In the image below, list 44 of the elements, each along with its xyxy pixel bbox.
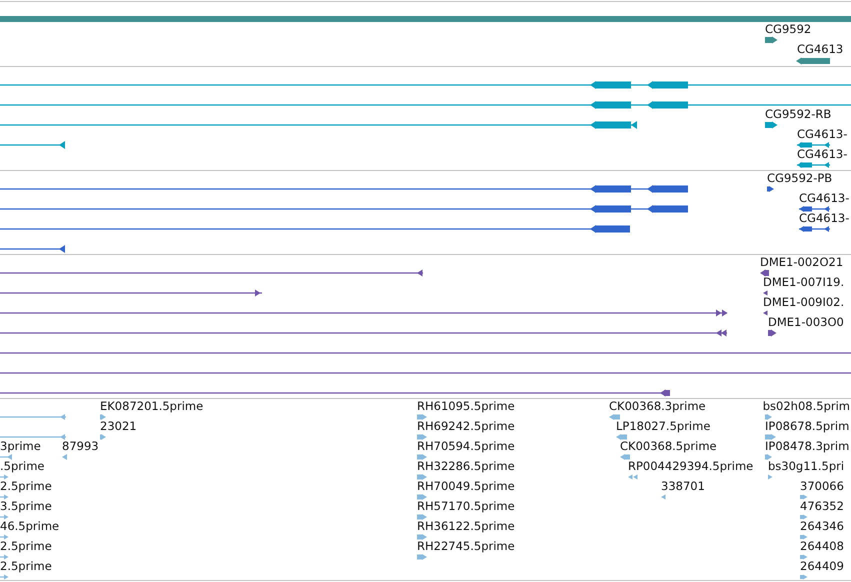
feature-label: CG9592-RB xyxy=(765,107,832,121)
feature-label: 87993 xyxy=(62,439,99,453)
feature-label: RH36122.5prime xyxy=(417,519,515,533)
feature-label: CK00368.5prime xyxy=(620,439,717,453)
feature-label: bs30g11.5pri xyxy=(768,459,844,473)
feature-label: 338701 xyxy=(661,479,705,493)
feature-label: CG4613- xyxy=(797,147,848,161)
feature-label: RH69242.5prime xyxy=(417,419,515,433)
feature-label: RH22745.5prime xyxy=(417,539,515,553)
feature-label: DME1-007I19. xyxy=(763,275,844,289)
feature-label: 3prime xyxy=(0,439,41,453)
feature-label: CK00368.3prime xyxy=(609,399,706,413)
feature-label: 370066 xyxy=(800,479,844,493)
feature-label: CG4613 xyxy=(797,42,844,56)
feature-label: 264409 xyxy=(800,559,844,573)
feature-label: 2.5prime xyxy=(0,479,52,493)
feature-label: DME1-009I02. xyxy=(763,295,844,309)
feature-label: DME1-002O21 xyxy=(760,255,844,269)
feature-label: RH70049.5prime xyxy=(417,479,515,493)
feature-label: 476352 xyxy=(800,499,844,513)
feature-label: 2.5prime xyxy=(0,539,52,553)
feature-label: CG9592 xyxy=(765,22,812,36)
feature-label: 264408 xyxy=(800,539,844,553)
feature-label: IP08678.5prim xyxy=(765,419,850,433)
feature-label: .5prime xyxy=(0,459,44,473)
feature-label: 46.5prime xyxy=(0,519,60,533)
feature-label: RH32286.5prime xyxy=(417,459,515,473)
feature-label: CG4613- xyxy=(797,127,848,141)
feature-label: CG4613- xyxy=(799,211,850,225)
feature-label: bs02h08.5prim xyxy=(762,399,850,413)
feature-label: CG9592-PB xyxy=(767,171,832,185)
feature-label: 2.5prime xyxy=(0,559,52,573)
feature-label: 3.5prime xyxy=(0,499,52,513)
feature-label: RH57170.5prime xyxy=(417,499,515,513)
feature-label: RH70594.5prime xyxy=(417,439,515,453)
feature-label: CG4613- xyxy=(799,191,850,205)
feature-label: EK087201.5prime xyxy=(100,399,204,413)
feature-label: IP08478.3prim xyxy=(765,439,850,453)
feature-label: 23021 xyxy=(100,419,137,433)
feature-label: LP18027.5prime xyxy=(616,419,710,433)
feature-label: DME1-003O0 xyxy=(768,315,844,329)
feature-label: RP004429394.5prime xyxy=(628,459,754,473)
feature-label: 264346 xyxy=(800,519,844,533)
feature-label: RH61095.5prime xyxy=(417,399,515,413)
